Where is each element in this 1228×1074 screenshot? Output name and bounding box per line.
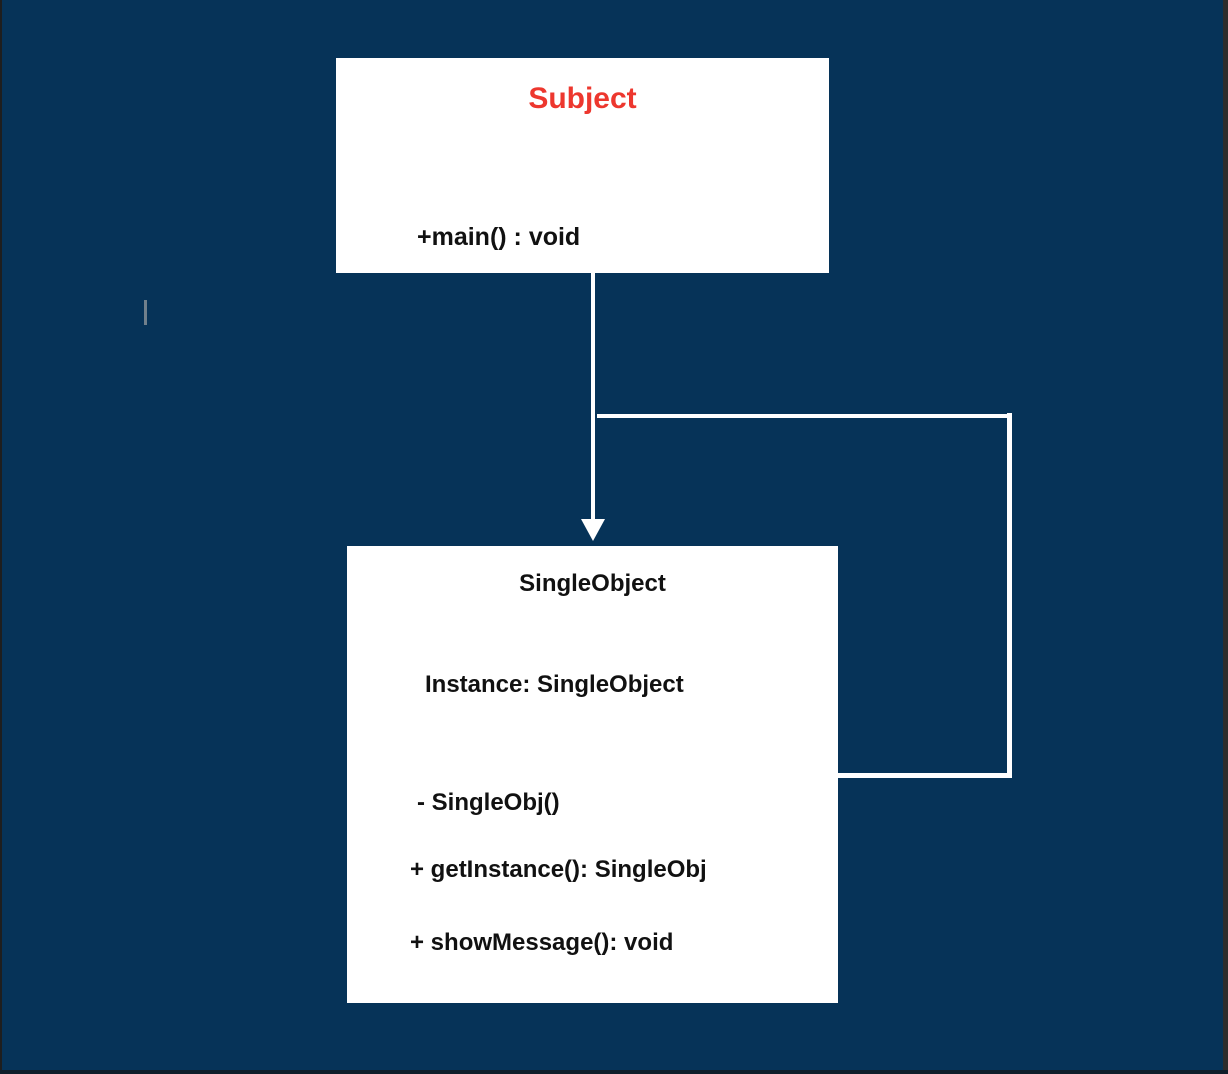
arrowhead-down-icon <box>581 519 605 541</box>
right-edge-strip <box>1223 0 1228 1074</box>
text-cursor <box>144 300 147 325</box>
class-box-subject[interactable]: Subject +main() : void <box>336 58 829 273</box>
class-method-getinstance: + getInstance(): SingleObj <box>410 856 707 883</box>
connector-branch-line[interactable] <box>597 414 1008 418</box>
class-method-main: +main() : void <box>417 223 581 251</box>
connector-bottom-line[interactable] <box>838 773 1012 778</box>
connector-right-line[interactable] <box>1007 413 1012 777</box>
class-box-singleobject[interactable]: SingleObject Instance: SingleObject - Si… <box>347 546 838 1003</box>
class-title-singleobject: SingleObject <box>519 570 666 597</box>
class-attribute-instance: Instance: SingleObject <box>425 671 684 698</box>
connector-arrow-stem[interactable] <box>591 273 595 521</box>
left-edge-strip <box>0 0 2 1074</box>
class-title-subject: Subject <box>528 82 637 115</box>
class-method-singleobj: - SingleObj() <box>417 789 560 816</box>
class-method-showmessage: + showMessage(): void <box>410 929 674 956</box>
bottom-edge-strip <box>0 1070 1228 1074</box>
